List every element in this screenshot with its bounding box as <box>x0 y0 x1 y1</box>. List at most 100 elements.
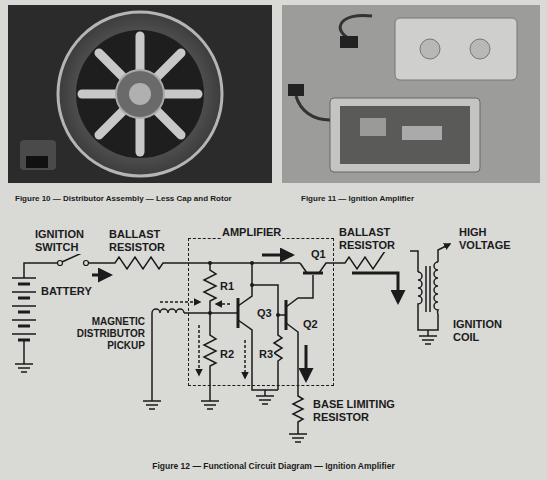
switch-symbol <box>58 261 63 266</box>
battery-symbol <box>18 284 30 340</box>
circuit-wire <box>151 313 153 395</box>
junction-dot <box>208 261 212 265</box>
battery-label: BATTERY <box>40 285 93 298</box>
resistor-label: BALLAST RESISTOR <box>338 226 410 252</box>
label-holder: Figure 10 — Distributor Assembly — Less … <box>14 187 233 205</box>
amplifier-photo <box>402 126 442 140</box>
junction-dot <box>250 283 254 287</box>
label-holder: R1 <box>219 276 235 294</box>
amplifier-photo <box>340 36 358 48</box>
circuit-wire <box>24 263 58 278</box>
label-holder: BATTERY <box>40 281 93 299</box>
distributor-photo <box>136 36 145 72</box>
figure-caption: Figure 10 — Distributor Assembly — Less … <box>14 194 233 204</box>
current-arrow <box>216 303 230 305</box>
amplifier-photo <box>360 118 386 136</box>
circuit-wire <box>23 340 25 358</box>
distributor-photo <box>162 90 198 99</box>
transistor-name: Q1 <box>310 248 327 261</box>
caption-holder: Figure 12 — Functional Circuit Diagram —… <box>20 461 527 472</box>
circuit-wire <box>438 244 450 262</box>
label-holder: Q3 <box>256 303 273 321</box>
ground-symbol <box>419 330 437 344</box>
figure-caption: Figure 12 — Functional Circuit Diagram —… <box>20 461 527 472</box>
circuit-wire <box>238 263 252 306</box>
ground-symbol <box>201 395 219 409</box>
distributor-photo <box>76 30 204 158</box>
label-holder: BALLAST RESISTOR <box>108 228 178 254</box>
resistor-name: R3 <box>258 348 274 361</box>
ground-symbol <box>256 390 274 404</box>
current-arrow <box>262 254 292 257</box>
current-arrow <box>352 273 398 302</box>
resistor-name: R1 <box>219 280 235 293</box>
current-arrow <box>92 274 110 277</box>
transistor-symbol <box>237 298 240 328</box>
output-label: HIGH VOLTAGE <box>458 226 522 252</box>
amplifier-photo <box>288 84 304 96</box>
battery-symbol <box>12 278 36 340</box>
switch-symbol <box>84 261 89 266</box>
label-holder: MAGNETIC DISTRIBUTOR PICKUP <box>38 316 146 352</box>
distributor-photo <box>26 156 48 168</box>
circuit-wire <box>152 309 184 313</box>
distributor-photo <box>20 140 56 170</box>
resistor-label: BALLAST RESISTOR <box>108 228 178 254</box>
label-holder: BALLAST RESISTOR <box>338 226 410 252</box>
label-holder: HIGH VOLTAGE <box>458 226 522 252</box>
switch-label: IGNITION SWITCH <box>34 228 98 254</box>
label-holder: IGNITION COIL <box>452 318 524 344</box>
distributor-photo <box>82 36 198 152</box>
transistor-symbol <box>238 273 323 330</box>
distributor-photo <box>99 110 124 135</box>
circuit-wire <box>88 257 300 269</box>
circuit-wire <box>286 323 303 428</box>
pickup-label: MAGNETIC DISTRIBUTOR PICKUP <box>38 316 146 352</box>
amplifier-photo <box>420 39 440 59</box>
circuit-wire <box>238 320 278 390</box>
ground-symbol <box>143 395 161 409</box>
circuit-wire <box>286 275 313 307</box>
amplifier-photo <box>470 39 490 59</box>
circuit-wire <box>426 266 430 312</box>
coil-label: IGNITION COIL <box>452 318 524 344</box>
label-holder: Figure 11 — Ignition Amplifier <box>300 187 415 205</box>
distributor-photo <box>156 110 181 135</box>
ground-symbol <box>15 358 33 372</box>
circuit-wire <box>434 262 438 314</box>
amplifier-photo <box>395 18 517 80</box>
resistor-name: R2 <box>219 348 235 361</box>
ground-symbol <box>289 428 307 442</box>
distributor-photo <box>129 83 151 105</box>
distributor-photo <box>116 70 164 118</box>
transistor-symbol <box>303 272 323 275</box>
amplifier-photo <box>340 106 470 164</box>
circuit-wire <box>204 263 216 395</box>
transistor-name: Q2 <box>302 318 319 331</box>
circuit-wire <box>210 312 238 314</box>
label-holder: R3 <box>258 344 274 362</box>
distributor-photo <box>8 5 272 183</box>
amplifier-photo <box>282 5 540 183</box>
current-arrow <box>198 325 200 375</box>
distributor-photo <box>136 116 145 152</box>
label-holder: Q2 <box>302 314 319 332</box>
transistor-symbol <box>285 300 288 330</box>
transistor-name: Q3 <box>256 307 273 320</box>
junction-dot <box>208 311 212 315</box>
amplifier-photo <box>330 98 480 172</box>
circuit-wire <box>24 244 450 428</box>
current-arrow <box>244 340 246 378</box>
figure-caption: Figure 11 — Ignition Amplifier <box>300 194 415 204</box>
label-holder: Q1 <box>310 244 327 262</box>
distributor-photo <box>82 90 118 99</box>
label-holder: BASE LIMITING RESISTOR <box>312 398 416 424</box>
switch-symbol <box>58 252 89 266</box>
amplifier-photo <box>282 5 540 183</box>
junction-dot <box>250 261 254 265</box>
distributor-photo <box>156 53 181 78</box>
current-arrow <box>305 345 308 380</box>
label-holder: IGNITION SWITCH <box>34 228 98 254</box>
label-holder: R2 <box>219 344 235 362</box>
